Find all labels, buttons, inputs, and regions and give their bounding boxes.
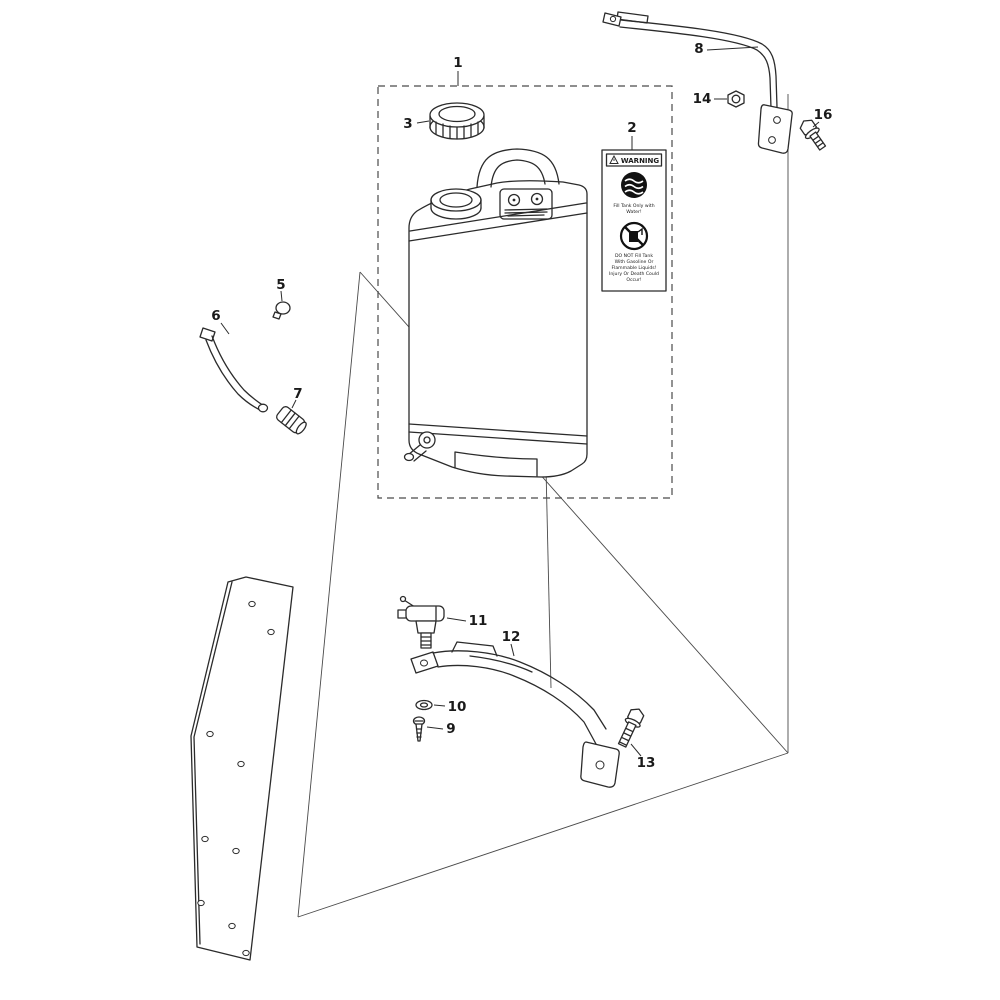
part-label-13: 13 [637, 755, 656, 771]
washer-part-10: 10 [415, 699, 467, 715]
water-only-icon [621, 172, 647, 198]
fuel-warning-line: With Gasoline Or [615, 259, 654, 265]
part-label-8: 8 [694, 41, 703, 57]
part-label-11: 11 [469, 613, 488, 629]
mounting-bracket-part-12: 12 [410, 629, 620, 788]
fuel-warning-line: Injury Or Death Could [609, 271, 659, 277]
fuel-warning-line: DO NOT Fill Tank [615, 253, 653, 259]
boundary-box-part-1: 1 [377, 55, 673, 499]
warning-header-text: WARNING [621, 157, 660, 165]
bolt-part-16: 16 [799, 107, 833, 151]
tank-handle [476, 148, 560, 188]
part-label-5: 5 [276, 277, 285, 293]
hose-fitting-part-7: 7 [276, 386, 307, 435]
side-mounting-plate [190, 576, 294, 961]
cap-knurling [429, 115, 485, 140]
tank-molded-icons [499, 188, 553, 220]
water-warning-line: Fill Tank Only with [613, 203, 654, 209]
fuel-warning-line: Flammable Liquids! [611, 265, 656, 271]
part-label-9: 9 [446, 721, 455, 737]
part-label-6: 6 [211, 308, 220, 324]
fuel-warning-line: Occur! [626, 277, 641, 283]
part-label-12: 12 [502, 629, 521, 645]
nut-part-14: 14 [693, 90, 745, 108]
part-label-2: 2 [627, 120, 636, 136]
no-fuel-icon [619, 221, 649, 251]
part-label-1: 1 [453, 55, 462, 71]
water-warning-line: Water! [626, 209, 642, 215]
tank-drain-spout [403, 431, 436, 462]
water-hose-part-6: 6 [199, 308, 269, 413]
part-label-7: 7 [293, 386, 302, 402]
part-label-14: 14 [693, 91, 712, 107]
tank-fill-neck [430, 188, 482, 220]
drain-valve-part-11: 11 [397, 595, 488, 649]
part-label-16: 16 [814, 107, 833, 123]
guide-lines [297, 94, 789, 918]
hose-clamp-part-5: 5 [272, 277, 291, 320]
warning-decal-part-2: 2 WARNING Fill Tank Only with Water! DO … [601, 120, 667, 292]
screw-part-9: 9 [412, 716, 456, 742]
bolt-part-13: 13 [617, 708, 656, 771]
support-rod-part-8: 8 [602, 11, 793, 154]
warning-triangle-icon [609, 154, 619, 164]
part-label-3: 3 [403, 116, 412, 132]
water-tank [403, 148, 588, 478]
part-label-10: 10 [448, 699, 467, 715]
tank-cap-part-3: 3 [403, 102, 485, 140]
